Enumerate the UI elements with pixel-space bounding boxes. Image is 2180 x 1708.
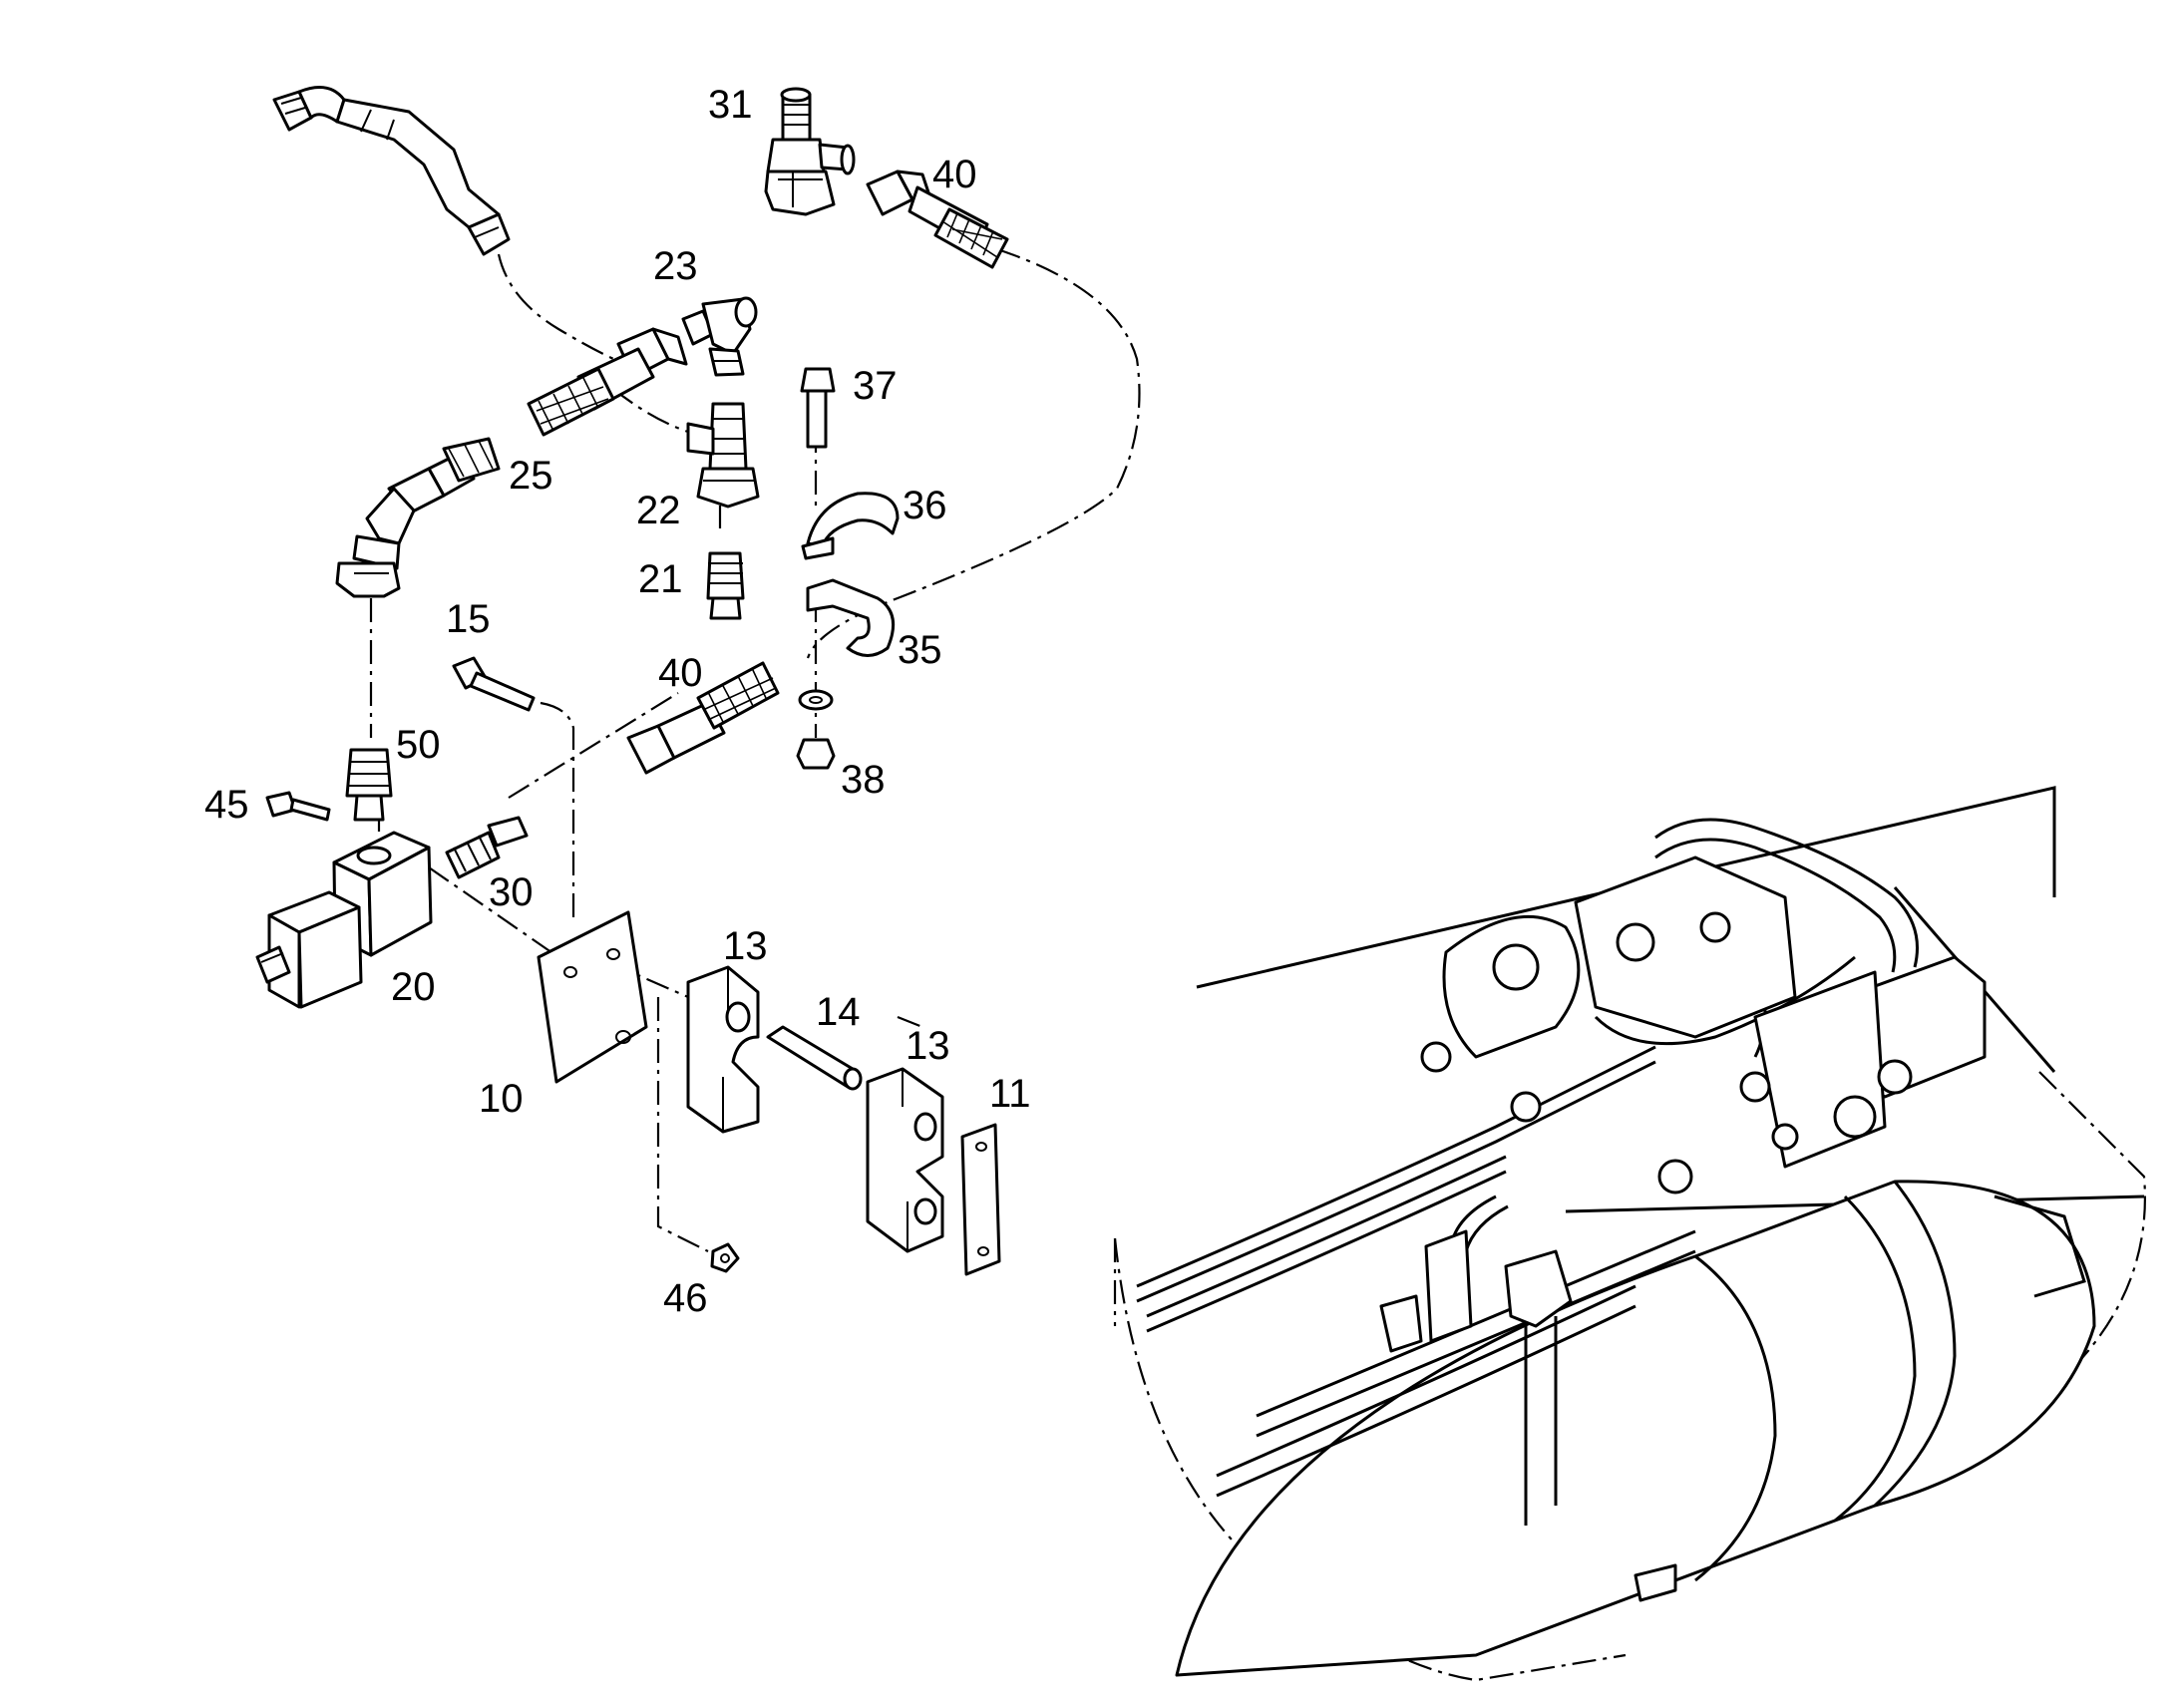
- callout-31: 31: [708, 83, 753, 127]
- part-10-plate: [537, 910, 648, 1084]
- part-20-solenoid-valve: [255, 831, 433, 1009]
- part-15-bolt: [452, 656, 536, 712]
- part-11-strip: [960, 1123, 1001, 1276]
- callout-38: 38: [841, 758, 886, 802]
- part-38-nut: [796, 689, 836, 770]
- callout-50: 50: [396, 723, 441, 767]
- part-14-pin: [766, 1025, 863, 1091]
- callout-40-upper: 40: [932, 153, 977, 196]
- callout-37: 37: [853, 364, 898, 408]
- callout-30: 30: [489, 870, 534, 914]
- part-13-clamp-half-b: [866, 1067, 944, 1253]
- callout-23: 23: [653, 244, 698, 288]
- callout-25: 25: [509, 454, 553, 498]
- callout-21: 21: [638, 557, 683, 601]
- part-37-bolt: [800, 367, 836, 449]
- part-50-fitting: [345, 748, 393, 822]
- part-23-elbow-fitting: [681, 296, 758, 377]
- upper-hose: [272, 86, 511, 256]
- callout-11: 11: [989, 1072, 1031, 1116]
- part-46-nut: [710, 1242, 740, 1273]
- callout-22: 22: [636, 489, 681, 532]
- callout-labels: 31 40 23 37 25 36 22 21 15 35 40 50 38 4…: [204, 83, 1031, 1320]
- part-30-nipple: [445, 816, 529, 879]
- callout-36: 36: [903, 484, 947, 527]
- callout-45: 45: [204, 783, 249, 827]
- callout-13-upper: 13: [723, 924, 768, 968]
- part-40-hose-end-lower: [626, 661, 780, 775]
- part-21-adapter: [706, 551, 745, 620]
- part-25-hose: [335, 327, 688, 598]
- callout-35: 35: [898, 628, 942, 672]
- part-40-hose-end-upper: [866, 170, 1009, 269]
- callout-14: 14: [816, 990, 861, 1034]
- part-36-clamp: [801, 492, 900, 560]
- part-22-tee-fitting: [686, 402, 760, 509]
- callout-13-lower: 13: [906, 1024, 950, 1068]
- callout-46: 46: [663, 1276, 708, 1320]
- callout-20: 20: [391, 965, 436, 1009]
- assembly-view: [1113, 786, 2146, 1682]
- part-35-clamp: [806, 578, 896, 657]
- callout-15: 15: [446, 597, 491, 641]
- callout-10: 10: [479, 1077, 524, 1121]
- part-45-screw: [265, 791, 331, 822]
- part-31-tee-fitting: [764, 87, 856, 216]
- callout-40-lower: 40: [658, 651, 703, 695]
- part-13-clamp-half-a: [686, 965, 760, 1134]
